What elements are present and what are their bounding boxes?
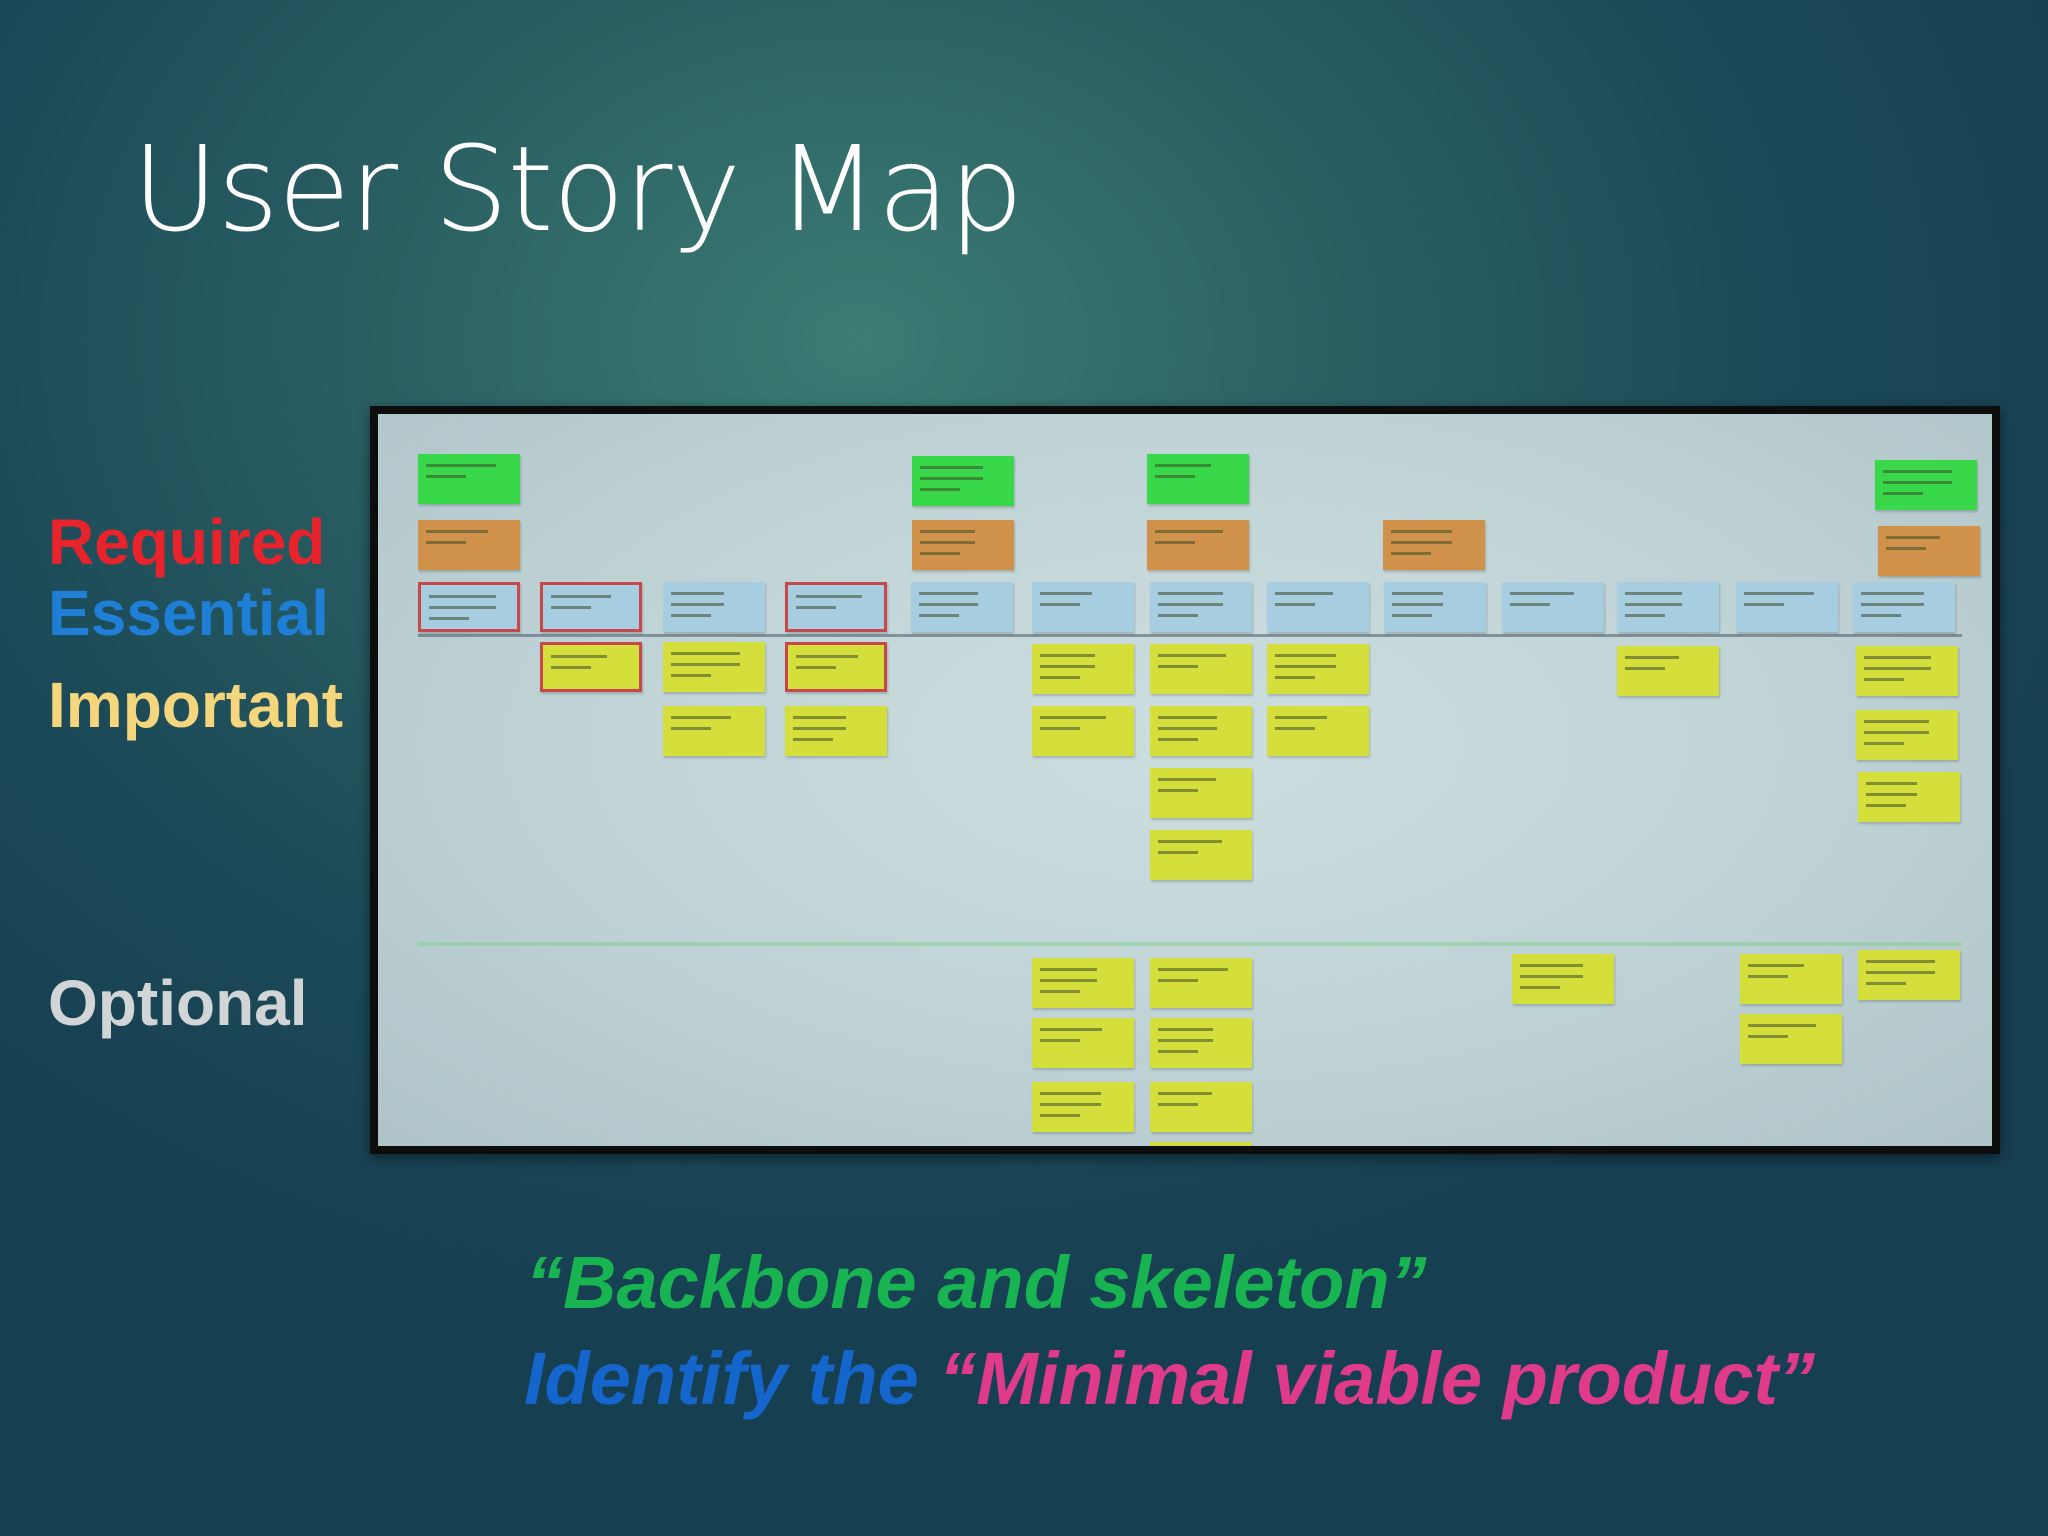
sticky-note: [663, 642, 765, 692]
sticky-note: [911, 582, 1013, 632]
sticky-note: [1740, 1014, 1842, 1064]
mvp-quote-lead: Identify the: [524, 1337, 940, 1420]
sticky-note: [1740, 954, 1842, 1004]
sticky-note: [1150, 1082, 1252, 1132]
sticky-note: [540, 642, 642, 692]
sticky-note: [1150, 1142, 1252, 1146]
sticky-note: [1856, 646, 1958, 696]
legend-required: Required: [48, 506, 326, 578]
sticky-note: [1032, 1082, 1134, 1132]
sticky-note: [418, 582, 520, 632]
sticky-note: [1150, 582, 1252, 632]
sticky-note: [1502, 582, 1604, 632]
sticky-note: [1150, 706, 1252, 756]
sticky-note: [1032, 1018, 1134, 1068]
legend-essential: Essential: [48, 577, 330, 649]
sticky-note: [1150, 1018, 1252, 1068]
mvp-line: [418, 942, 1962, 946]
sticky-note: [1384, 582, 1486, 632]
sticky-note: [1878, 526, 1980, 576]
backbone-quote: “Backbone and skeleton”: [526, 1241, 1427, 1324]
sticky-note: [785, 706, 887, 756]
sticky-note: [1856, 710, 1958, 760]
story-map-photo: [370, 406, 2000, 1154]
sticky-note: [1147, 520, 1249, 570]
sticky-note: [1150, 830, 1252, 880]
sticky-note: [1617, 646, 1719, 696]
sticky-note: [1267, 644, 1369, 694]
sticky-note: [1875, 460, 1977, 510]
sticky-note: [1267, 706, 1369, 756]
sticky-note: [1858, 772, 1960, 822]
legend-optional: Optional: [48, 967, 308, 1039]
sticky-note: [1150, 644, 1252, 694]
slide-title: User Story Map: [132, 120, 1024, 258]
sticky-note: [1032, 958, 1134, 1008]
sticky-note: [1147, 454, 1249, 504]
sticky-note: [785, 582, 887, 632]
sticky-note: [1512, 954, 1614, 1004]
sticky-note: [1858, 950, 1960, 1000]
sticky-note: [1032, 706, 1134, 756]
backbone-line: [418, 634, 1962, 637]
sticky-note: [785, 642, 887, 692]
legend-important: Important: [48, 669, 344, 741]
sticky-note: [1032, 582, 1134, 632]
sticky-note: [418, 454, 520, 504]
sticky-note: [1853, 582, 1955, 632]
sticky-note: [1267, 582, 1369, 632]
sticky-note: [1032, 644, 1134, 694]
sticky-note: [540, 582, 642, 632]
mvp-quote-highlight: “Minimal viable product”: [939, 1337, 1816, 1420]
sticky-note: [1617, 582, 1719, 632]
sticky-note: [1150, 768, 1252, 818]
sticky-note: [418, 520, 520, 570]
sticky-note: [912, 520, 1014, 570]
sticky-note: [1383, 520, 1485, 570]
sticky-note: [1150, 958, 1252, 1008]
mvp-quote: Identify the “Minimal viable product”: [524, 1336, 1815, 1421]
sticky-note: [1736, 582, 1838, 632]
sticky-note: [663, 706, 765, 756]
sticky-note: [663, 582, 765, 632]
sticky-note: [912, 456, 1014, 506]
